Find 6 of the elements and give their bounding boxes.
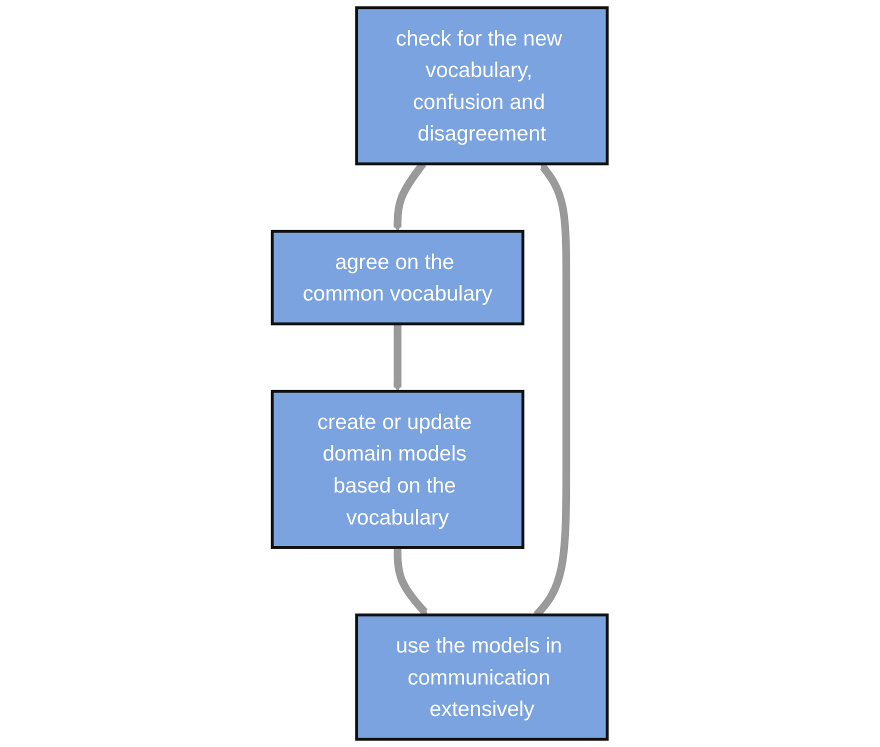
node-box: check for the new vocabulary, confusion and disagreement [355, 6, 609, 166]
arrow [394, 324, 402, 392]
node-box: use the models in communication extensively [355, 614, 609, 741]
node-box: create or update domain models based on the vocabulary [271, 390, 525, 549]
arrow [394, 547, 428, 616]
node-box: agree on the common vocabulary [271, 230, 525, 326]
